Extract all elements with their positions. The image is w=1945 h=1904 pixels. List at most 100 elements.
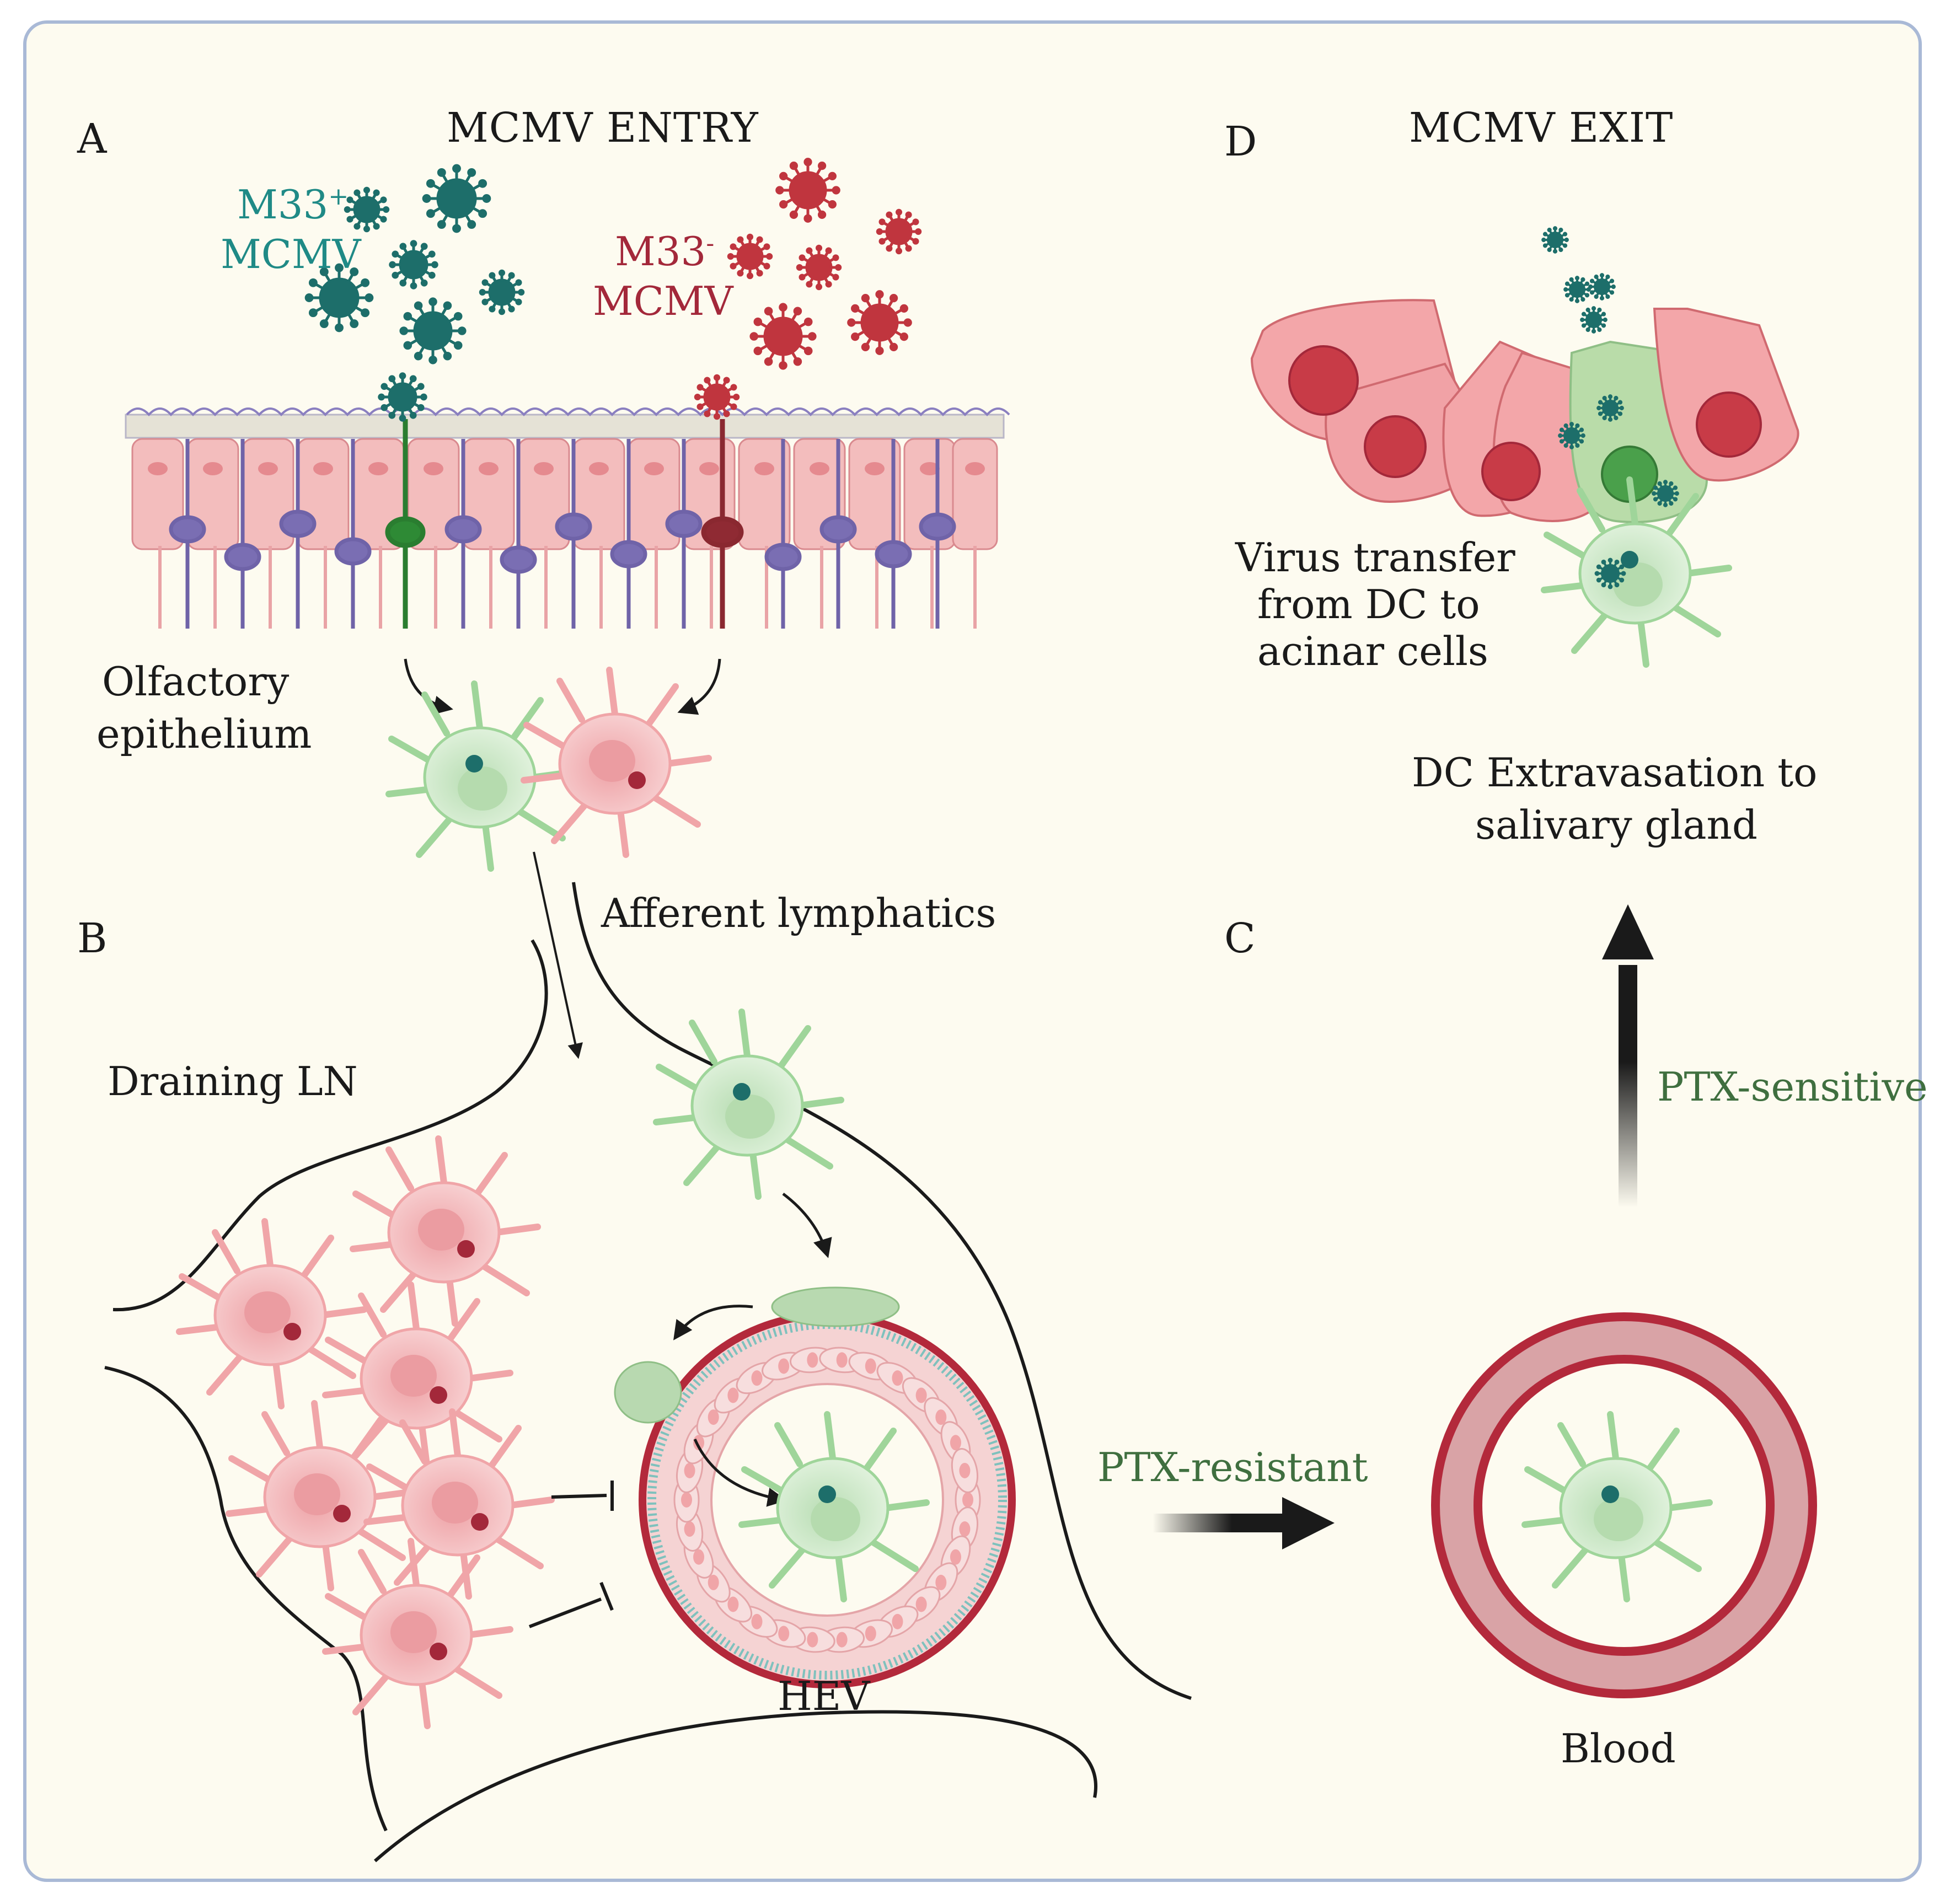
hev-cell-nucleus [915, 1596, 927, 1612]
arrow-dc-into-lumen [693, 1438, 787, 1507]
m33-negative-label: M33- [615, 229, 714, 275]
ptx-resistant-label: PTX-resistant [1097, 1444, 1368, 1490]
maroon-virus [847, 290, 912, 355]
teal-virus-small [1596, 394, 1624, 422]
maroon-virus [749, 303, 817, 370]
hev-cell-nucleus [778, 1358, 790, 1374]
ptx-sensitive-arrow-shaft [1619, 965, 1637, 1208]
hev-cell-nucleus [836, 1352, 848, 1368]
dendritic-cell-green [1521, 1411, 1713, 1602]
ptx-resistant-arrow-shaft [1153, 1514, 1285, 1532]
panel-letter-b: B [77, 915, 108, 962]
maroon-virus [796, 244, 842, 291]
teal-virus [399, 297, 467, 364]
dc-flattened-top [771, 1286, 900, 1327]
teal-virus [304, 263, 374, 332]
hev-cell-nucleus [684, 1462, 695, 1478]
hev-cell-nucleus [865, 1626, 876, 1642]
panel-letter-d: D [1224, 118, 1257, 165]
dc-cluster-ln [176, 1135, 555, 1729]
dendritic-cell-pink [350, 1135, 541, 1327]
afferent-arrow [533, 851, 583, 1059]
virus-transfer-label-2: from DC to [1257, 581, 1480, 627]
hev-cell-nucleus [865, 1358, 876, 1374]
m33-positive-sup: + [328, 183, 349, 211]
ptx-sensitive-arrow-head [1602, 904, 1654, 959]
infected-neuron-green [385, 419, 426, 629]
hev-cell-nucleus [807, 1632, 818, 1648]
afferent-label: Afferent lymphatics [601, 890, 996, 936]
dc-extravasation-label-2: salivary gland [1475, 802, 1758, 848]
hev-cell-nucleus [962, 1492, 973, 1508]
dendritic-cell-green-a [385, 680, 577, 872]
teal-virus [389, 240, 438, 289]
hev-cell-nucleus [708, 1574, 719, 1590]
m33-positive-viruses [304, 164, 525, 422]
olfactory-epithelium [125, 407, 1010, 629]
infected-neuron-maroon [701, 419, 744, 629]
hev-cell-nucleus [693, 1549, 705, 1565]
hev-cell-nucleus [935, 1409, 947, 1425]
draining-ln-label: Draining LN [108, 1058, 358, 1104]
teal-virus-small [1594, 557, 1626, 589]
ptx-sensitive-label: PTX-sensitive [1657, 1064, 1928, 1110]
dc-in-blood [1521, 1411, 1713, 1602]
hev-cell-nucleus [807, 1352, 818, 1368]
dendritic-cell-pink [226, 1400, 417, 1591]
teal-virus-small [1580, 306, 1608, 334]
hev-cell-nucleus [727, 1387, 739, 1403]
m33-positive-base: M33 [237, 181, 329, 228]
arrow-dc-roll [673, 1305, 753, 1340]
hev-cell-nucleus [751, 1613, 763, 1629]
dendritic-cell-pink-a [521, 667, 712, 858]
teal-virus-small [1541, 226, 1569, 254]
m33-negative-sup: - [706, 229, 715, 258]
m33-negative-mcmv: MCMV [593, 278, 733, 324]
olfactory-label-1: Olfactory [102, 658, 290, 705]
hev-cell-nucleus [935, 1574, 947, 1590]
arrow-to-green-dc [404, 658, 453, 715]
dc-in-hev-lumen [738, 1411, 930, 1602]
acinar-nuclei [1288, 345, 1762, 503]
lymph-node-outline [104, 882, 1192, 1863]
hev-cell-nucleus [959, 1462, 971, 1478]
m33-positive-label: M33+ [237, 182, 349, 228]
dendritic-cell-pink [521, 667, 712, 858]
dc-below-acinar [1541, 476, 1732, 668]
olfactory-label-2: epithelium [97, 711, 312, 757]
hev-cell-nucleus [959, 1521, 971, 1537]
maroon-virus [876, 208, 922, 255]
teal-virus-small [1558, 422, 1585, 449]
m33-negative-viruses [694, 158, 922, 420]
dendritic-cell-pink [322, 1281, 513, 1473]
ptx-resistant-arrow-head [1282, 1497, 1335, 1549]
inhibition-markers [528, 1481, 614, 1628]
hev-cell-nucleus [708, 1409, 719, 1425]
hev-cell-nucleus [836, 1632, 848, 1648]
hev-cell-nucleus [751, 1370, 763, 1386]
teal-virus [344, 186, 390, 233]
arrow-to-pink-dc [677, 658, 721, 715]
dendritic-cell-green [653, 1009, 844, 1200]
teal-virus [422, 164, 491, 233]
dc-transmigrating [614, 1361, 682, 1424]
dc-extravasation-label-1: DC Extravasation to [1412, 749, 1818, 796]
panel-a-title: MCMV ENTRY [447, 104, 759, 152]
hev-cell-nucleus [950, 1549, 961, 1565]
maroon-virus [727, 233, 773, 280]
hev-cell-nucleus [892, 1370, 903, 1386]
teal-virus-small [1652, 480, 1679, 507]
hev-cell-nucleus [950, 1435, 961, 1451]
m33-negative-base: M33 [615, 228, 706, 275]
maroon-virus [694, 374, 740, 420]
hev-cell-nucleus [727, 1596, 739, 1612]
maroon-virus [775, 158, 840, 223]
panel-letter-a: A [77, 115, 107, 163]
panel-d-title: MCMV EXIT [1409, 104, 1674, 152]
hev-label: HEV [778, 1673, 870, 1719]
hev-cell-nucleus [778, 1626, 790, 1642]
m33-positive-mcmv: MCMV [221, 231, 361, 277]
virus-transfer-label-3: acinar cells [1257, 628, 1488, 674]
dendritic-cell-pink [176, 1218, 367, 1409]
hev-cell-nucleus [892, 1613, 903, 1629]
